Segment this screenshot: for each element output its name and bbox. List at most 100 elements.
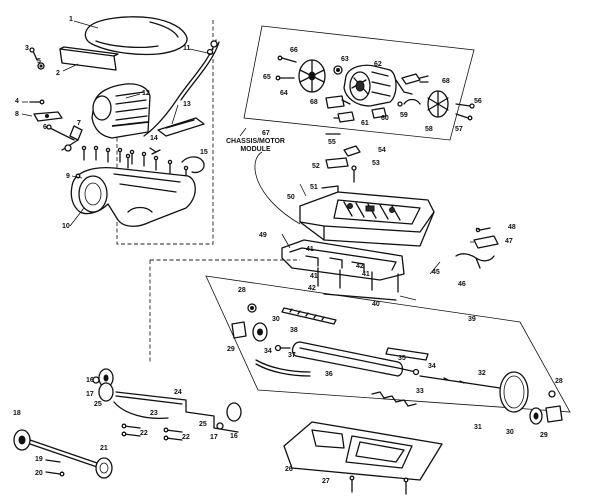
- spring-45-46: [455, 253, 495, 269]
- brush-strip-38: [281, 307, 337, 325]
- callout-59: 59: [400, 112, 408, 119]
- clip-59: [397, 98, 421, 107]
- bracket-52: [325, 157, 349, 169]
- callout-15: 15: [200, 149, 208, 156]
- callout-63: 63: [341, 56, 349, 63]
- screw-53: [351, 165, 357, 183]
- chassis-motor-module-label: CHASSIS/MOTOR MODULE: [226, 138, 285, 154]
- module-leader-line: [254, 151, 301, 225]
- cord-11: [143, 39, 220, 137]
- callout-64: 64: [280, 90, 288, 97]
- callout-28a: 28: [238, 287, 246, 294]
- screw-66: [277, 55, 297, 63]
- callout-68b: 68: [442, 78, 450, 85]
- screw-65: [275, 75, 295, 81]
- chassis-50: [299, 191, 435, 247]
- callout-41a: 41: [306, 246, 314, 253]
- callout-17b: 17: [210, 434, 218, 441]
- fan-housing-10: [70, 166, 196, 227]
- callout-11: 11: [183, 45, 191, 52]
- pin-19: [45, 459, 61, 463]
- callout-32: 32: [478, 370, 486, 377]
- screw-48: [475, 227, 491, 233]
- switch-68: [325, 95, 351, 109]
- callout-30a: 30: [272, 316, 280, 323]
- callout-16b: 16: [230, 433, 238, 440]
- brush-holder-61: [333, 111, 355, 123]
- nut-56: [455, 103, 475, 109]
- callout-34b: 34: [428, 363, 436, 370]
- callout-16a: 16: [86, 377, 94, 384]
- callout-52: 52: [312, 163, 320, 170]
- screw-row: [81, 145, 189, 181]
- callout-22a: 22: [140, 430, 148, 437]
- callout-46: 46: [458, 281, 466, 288]
- washer-57: [455, 113, 473, 121]
- drive-belt-31: [499, 371, 529, 413]
- callout-60: 60: [381, 115, 389, 122]
- brush-7: [61, 125, 83, 152]
- housing-group-outline: [116, 18, 214, 245]
- callout-1: 1: [69, 16, 73, 23]
- washer-17b: [216, 422, 224, 430]
- end-cap-28b: [548, 390, 556, 398]
- callout-45: 45: [432, 269, 440, 276]
- module-label-line1: CHASSIS/MOTOR: [226, 138, 285, 145]
- brushroll-36: [291, 341, 417, 377]
- spacer-34: [274, 344, 291, 352]
- washer-5: [37, 62, 45, 70]
- wheel-18: [13, 429, 31, 451]
- callout-66: 66: [290, 47, 298, 54]
- hood-cover: [84, 16, 188, 56]
- callout-56: 56: [474, 98, 482, 105]
- pin-20: [45, 471, 65, 477]
- dashed-link-lower: [149, 259, 300, 362]
- bearing-63: [333, 65, 343, 75]
- callout-3: 3: [25, 45, 29, 52]
- callout-4: 4: [15, 98, 19, 105]
- plate-13: [157, 117, 205, 137]
- motor-shroud-12: [91, 83, 151, 139]
- callout-13: 13: [183, 101, 191, 108]
- brush-insert-35: [385, 347, 429, 361]
- callout-42b: 42: [308, 285, 316, 292]
- screw-4: [29, 99, 45, 105]
- callout-2: 2: [56, 70, 60, 77]
- callout-10: 10: [62, 223, 70, 230]
- callout-51: 51: [310, 184, 318, 191]
- wheel-25a: [98, 382, 114, 402]
- callout-6: 6: [43, 124, 47, 131]
- belt-guard-47: [473, 235, 499, 249]
- callout-37: 37: [288, 352, 296, 359]
- callout-62: 62: [374, 61, 382, 68]
- screw-22a: [121, 423, 141, 437]
- callout-29b: 29: [540, 432, 548, 439]
- screw-3: [29, 47, 38, 61]
- screws-27: [349, 475, 409, 495]
- callout-30b: 30: [506, 429, 514, 436]
- callout-7: 7: [77, 120, 81, 127]
- callout-23: 23: [150, 410, 158, 417]
- callout-61: 61: [361, 120, 369, 127]
- callout-33: 33: [416, 388, 424, 395]
- callout-29a: 29: [227, 346, 235, 353]
- callout-12: 12: [142, 90, 150, 97]
- screw-22b: [163, 427, 183, 441]
- callout-58: 58: [425, 126, 433, 133]
- callout-39: 39: [468, 316, 476, 323]
- callout-31: 31: [474, 424, 482, 431]
- callout-28b: 28: [555, 378, 563, 385]
- hook-15: [181, 156, 205, 174]
- callout-54: 54: [378, 147, 386, 154]
- end-cap-29: [231, 321, 247, 339]
- callout-35: 35: [398, 355, 406, 362]
- callout-48: 48: [508, 224, 516, 231]
- switch-54: [343, 145, 361, 157]
- callout-20: 20: [35, 470, 43, 477]
- callout-67: 67: [262, 130, 270, 137]
- brushroll-group-box: [205, 275, 571, 413]
- trim-strip: [59, 46, 119, 71]
- callout-25b: 25: [199, 421, 207, 428]
- fan-64: [298, 59, 326, 93]
